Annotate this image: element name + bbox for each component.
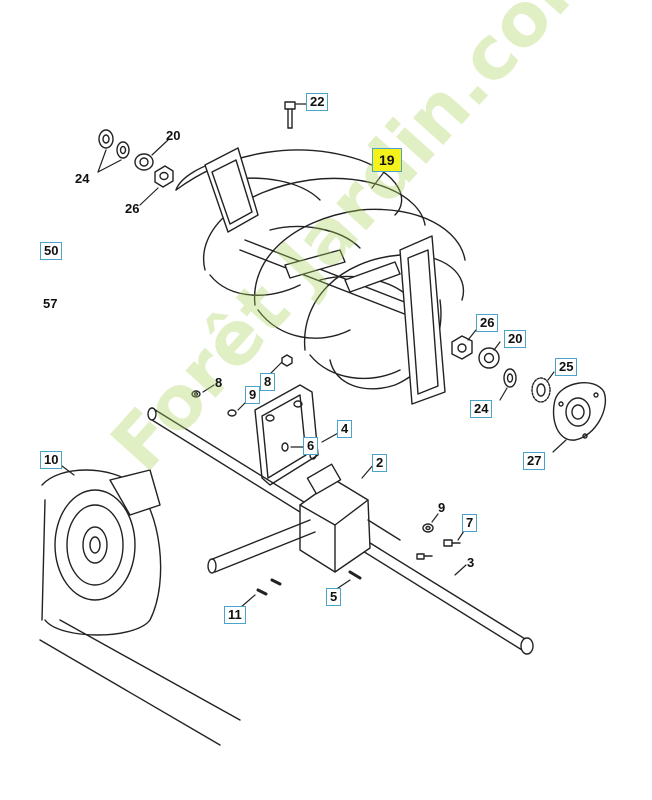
callout-2: 2 (372, 454, 388, 472)
nut-26-left (154, 165, 174, 188)
gear-25 (531, 377, 551, 403)
callout-22: 22 (306, 93, 329, 111)
gearbox-2 (207, 463, 401, 574)
callout-3: 3 (467, 555, 475, 570)
callout-8-right: 8 (260, 373, 276, 391)
callout-11: 11 (224, 606, 246, 624)
callout-57: 57 (43, 296, 58, 311)
bolt-9-left (227, 409, 237, 417)
callout-20-right: 20 (504, 330, 527, 348)
flange-bearing-27 (552, 382, 606, 441)
callout-5: 5 (326, 588, 342, 606)
pins-11 (256, 578, 282, 596)
callout-26-left: 26 (125, 201, 140, 216)
callout-27: 27 (523, 452, 546, 470)
bolt-7 (416, 539, 461, 560)
callout-24-left: 24 (75, 171, 90, 186)
housing-10 (39, 469, 241, 746)
bolt-22 (284, 101, 296, 129)
callout-6: 6 (303, 437, 319, 455)
bolt-9-right (422, 523, 434, 533)
bushing-20-right (478, 347, 500, 369)
callout-25: 25 (555, 358, 578, 376)
callout-7: 7 (462, 514, 478, 532)
leader-lines (61, 103, 567, 609)
washer-24-right (503, 368, 517, 388)
shear-pin-5 (348, 570, 362, 580)
callout-9-left: 9 (245, 386, 261, 404)
nut-8-right (281, 354, 293, 367)
bolt-8-left (191, 390, 201, 398)
callout-8-left: 8 (215, 375, 223, 390)
callout-24-right: 24 (470, 400, 493, 418)
bushing-20-left (134, 153, 154, 171)
callout-19: 19 (372, 148, 402, 172)
washer-24-left (98, 129, 130, 159)
auger-flights-19 (175, 147, 466, 405)
callout-20-left: 20 (166, 128, 181, 143)
nut-26-right (451, 335, 473, 360)
callout-10: 10 (40, 451, 63, 469)
callout-4: 4 (337, 420, 353, 438)
callout-50: 50 (40, 242, 63, 260)
callout-26-right: 26 (476, 314, 499, 332)
callout-9-right: 9 (438, 500, 446, 515)
mounting-plate-4 (254, 384, 319, 486)
